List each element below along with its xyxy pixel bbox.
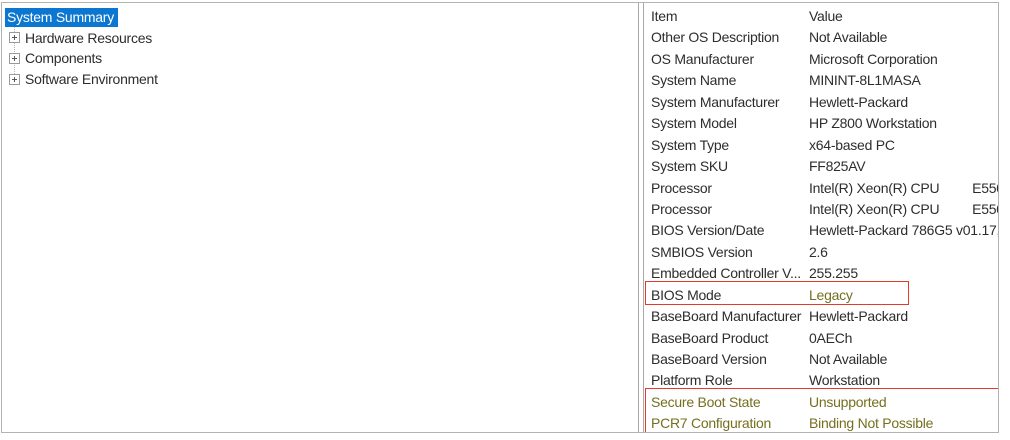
value-cell: Microsoft Corporation [809, 50, 938, 67]
column-header-item[interactable]: Item [651, 8, 678, 24]
tree-item-label: Software Environment [25, 71, 158, 88]
item-cell: System Name [651, 72, 737, 89]
item-cell: System Type [651, 136, 729, 153]
expand-plus-icon[interactable] [9, 53, 20, 65]
table-row[interactable]: Processor Intel(R) Xeon(R) CPU E5506 [651, 199, 998, 220]
table-row[interactable]: System Type x64-based PC [651, 135, 998, 156]
value-cell: Legacy [809, 286, 853, 303]
expand-plus-icon[interactable] [9, 73, 20, 85]
value-cell: FF825AV [809, 158, 866, 175]
value-cell: x64-based PC [809, 136, 895, 153]
item-cell: Processor [651, 179, 712, 196]
value-cell: Intel(R) Xeon(R) CPU E5506 [809, 200, 998, 217]
item-cell: BaseBoard Version [651, 351, 767, 367]
table-row[interactable]: PCR7 Configuration Binding Not Possible [651, 413, 998, 432]
item-cell: Platform Role [651, 372, 733, 389]
table-row[interactable]: SMBIOS Version 2.6 [651, 242, 998, 263]
item-cell: System Model [651, 115, 737, 132]
table-row[interactable]: BaseBoard Product 0AECh [651, 328, 998, 349]
table-row[interactable]: System SKU FF825AV [651, 156, 998, 177]
item-cell: Processor [651, 200, 712, 217]
value-cell: Binding Not Possible [809, 415, 934, 432]
value-cell: 255.255 [809, 265, 858, 282]
item-cell: System Manufacturer [651, 93, 780, 110]
column-header-value[interactable]: Value [809, 8, 843, 24]
table-row[interactable]: BaseBoard Version Not Available [651, 349, 998, 370]
table-row[interactable]: BIOS Version/Date Hewlett-Packard 786G5 … [651, 220, 998, 241]
item-cell: Other OS Description [651, 29, 780, 46]
value-cell: Not Available [809, 29, 888, 46]
tree-item-label: Components [25, 50, 102, 67]
item-cell: BaseBoard Product [651, 329, 769, 346]
item-cell: Embedded Controller V... [651, 265, 801, 282]
table-row[interactable]: Other OS Description Not Available [651, 27, 998, 48]
category-tree: System Summary Hardware Resources Compon… [2, 3, 638, 90]
item-cell: Secure Boot State [651, 393, 761, 410]
tree-item[interactable]: Software Environment [5, 69, 638, 90]
value-cell: Unsupported [809, 393, 887, 410]
tree-item-label: Hardware Resources [25, 29, 152, 46]
table-row[interactable]: System Manufacturer Hewlett-Packard [651, 92, 998, 113]
value-cell: Workstation [809, 372, 880, 389]
details-panel: Item Value Other OS Description Not Avai… [643, 3, 998, 432]
value-cell: MININT-8L1MASA [809, 72, 921, 89]
table-row[interactable]: Platform Role Workstation [651, 370, 998, 391]
item-cell: BaseBoard Manufacturer [651, 308, 802, 325]
item-cell: System SKU [651, 158, 728, 175]
tree-item[interactable]: Hardware Resources [5, 28, 638, 49]
tree-item[interactable]: Components [5, 48, 638, 69]
table-row[interactable]: Processor Intel(R) Xeon(R) CPU E5506 [651, 178, 998, 199]
details-rows: Other OS Description Not Available OS Ma… [651, 27, 998, 432]
item-cell: OS Manufacturer [651, 50, 754, 67]
table-row[interactable]: System Name MININT-8L1MASA [651, 70, 998, 91]
value-cell: 0AECh [809, 329, 853, 346]
table-row[interactable]: System Model HP Z800 Workstation [651, 113, 998, 134]
details-header-row: Item Value [651, 6, 998, 27]
item-cell: PCR7 Configuration [651, 415, 772, 432]
tree-connector-line [14, 27, 15, 76]
table-row[interactable]: OS Manufacturer Microsoft Corporation [651, 49, 998, 70]
value-cell: Not Available [809, 351, 888, 367]
item-cell: SMBIOS Version [651, 243, 753, 260]
table-row[interactable]: BaseBoard Manufacturer Hewlett-Packard [651, 306, 998, 327]
table-row[interactable]: Embedded Controller V... 255.255 [651, 263, 998, 284]
category-tree-panel: System Summary Hardware Resources Compon… [2, 3, 639, 432]
value-cell: HP Z800 Workstation [809, 115, 937, 132]
table-row[interactable]: Secure Boot State Unsupported [651, 392, 998, 413]
table-row[interactable]: BIOS Mode Legacy [651, 285, 998, 306]
value-cell: Hewlett-Packard [809, 93, 908, 110]
tree-item-system-summary[interactable]: System Summary [5, 7, 638, 28]
value-cell: Intel(R) Xeon(R) CPU E5506 [809, 179, 998, 196]
tree-items: Hardware Resources Components Software E… [5, 28, 638, 90]
value-cell: Hewlett-Packard 786G5 v01.17, 8/ [809, 222, 998, 239]
value-cell: 2.6 [809, 243, 828, 260]
msinfo-window: System Summary Hardware Resources Compon… [1, 2, 999, 433]
details-list: Item Value Other OS Description Not Avai… [644, 3, 998, 432]
expand-plus-icon[interactable] [9, 32, 20, 44]
item-cell: BIOS Mode [651, 286, 722, 303]
item-cell: BIOS Version/Date [651, 222, 765, 239]
value-cell: Hewlett-Packard [809, 308, 908, 325]
tree-item-system-summary-label[interactable]: System Summary [5, 8, 118, 27]
